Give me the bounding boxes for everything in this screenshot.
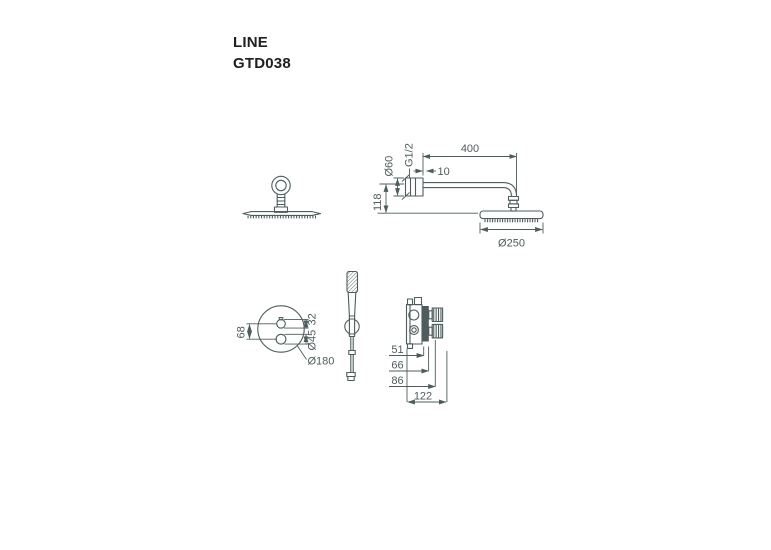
overhead-shower-side-view: 400 10 Ø60 G1/2 118 bbox=[372, 143, 544, 250]
dim-plate-diameter: Ø180 bbox=[297, 345, 335, 368]
dim-label-total-depth: 122 bbox=[414, 391, 432, 403]
title-block: LINE GTD038 bbox=[233, 32, 291, 74]
dim-handle-spacing: 68 bbox=[236, 323, 277, 340]
dim-drop-height: 118 bbox=[372, 183, 478, 214]
dim-label-head-diameter: Ø250 bbox=[498, 238, 525, 250]
dim-flange-diameter: Ø60 bbox=[384, 156, 404, 197]
dim-label-depth-1: 51 bbox=[391, 344, 403, 356]
dim-label-plate-diameter: Ø180 bbox=[308, 356, 335, 368]
dim-label-drop-height: 118 bbox=[372, 193, 384, 211]
dim-label-flange-diameter: Ø60 bbox=[384, 156, 396, 177]
dim-label-wall-offset: 10 bbox=[438, 166, 450, 178]
overhead-shower-front-view bbox=[242, 175, 322, 219]
dim-label-top-knob-diameter: 32 bbox=[307, 313, 319, 325]
dim-bottom-knob-diameter: Ø45 bbox=[284, 330, 319, 351]
dim-label-thread-size: G1/2 bbox=[404, 143, 416, 167]
dim-head-diameter: Ø250 bbox=[479, 222, 544, 250]
dim-label-depth-3: 86 bbox=[391, 375, 403, 387]
mixer-front-view: 68 32 Ø45 Ø180 bbox=[236, 305, 335, 368]
product-line-title: LINE bbox=[233, 34, 268, 51]
dim-label-depth-2: 66 bbox=[391, 360, 403, 372]
dim-thread-size: G1/2 bbox=[404, 143, 416, 178]
dim-label-handle-spacing: 68 bbox=[236, 326, 248, 338]
model-code: GTD038 bbox=[233, 55, 291, 72]
hand-shower bbox=[344, 270, 360, 382]
dim-valve-depths: 51 66 86 122 bbox=[389, 340, 448, 405]
dim-wall-offset: 10 bbox=[413, 166, 450, 178]
dim-top-knob-diameter: 32 bbox=[284, 313, 319, 329]
dim-label-arm-length: 400 bbox=[461, 143, 479, 155]
valve-side-view: 51 66 86 122 bbox=[389, 296, 448, 405]
dim-label-bottom-knob-diameter: Ø45 bbox=[307, 330, 319, 351]
